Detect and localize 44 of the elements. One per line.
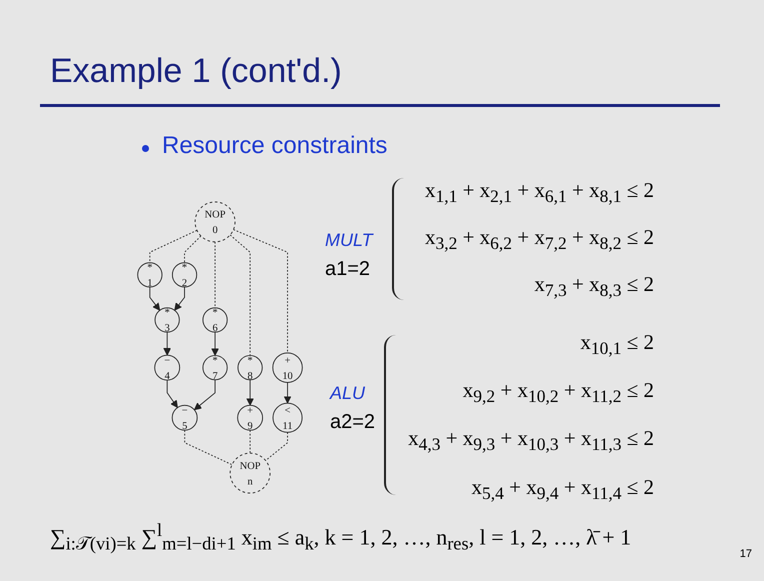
connector — [149, 230, 198, 264]
constraint-equation: x$_{9,2}$ + x$_{10,2}$ + x$_{11,2}$ ≤ 2 — [462, 378, 654, 408]
constraint-equation: x$_{5,4}$ + x$_{9,4}$ + x$_{11,4}$ ≤ 2 — [472, 475, 654, 504]
node-circle — [202, 307, 228, 332]
node-circle — [172, 404, 198, 431]
bullet-point: Resource constraints — [162, 132, 388, 160]
constraint-equation: x$_{3,2}$ + x$_{6,2}$ + x$_{7,2}$ + x$_{8,2}$ ≤ 2 — [424, 225, 654, 254]
arrow — [174, 286, 185, 311]
connector — [265, 432, 288, 461]
resource-count: a2=2 — [330, 411, 376, 434]
constraint-equation: x$_{7,3}$ + x$_{8,3}$ ≤ 2 — [534, 272, 654, 302]
node-circle — [272, 402, 303, 433]
node-circle — [154, 307, 180, 332]
constraint-equation: x$_{10,1}$ ≤ 2 — [580, 330, 654, 360]
arrow — [166, 380, 178, 408]
page-number: 17 — [740, 548, 752, 560]
arrow — [194, 379, 216, 410]
resource-count: a1=2 — [325, 258, 370, 281]
node-circle — [237, 404, 264, 431]
summation-formula: ∑$_{i:𝒯(vi)=k}$ ∑$^{l}$$_{m=l−di+1}$ x$_{im}$ ≤ a$_{k}$, k = 1, 2, …, n$_{res}$, l = 1, 2, …, λ̄ + 1 — [50, 520, 632, 555]
constraint-equation: x$_{4,3}$ + x$_{9,3}$ + x$_{10,3}$ + x$_{11,3}$ ≤ 2 — [408, 426, 654, 456]
node-circle — [137, 262, 162, 288]
connector — [214, 241, 216, 308]
arrow — [246, 379, 254, 406]
node-circle — [202, 355, 228, 380]
resource-name: ALU — [330, 383, 366, 404]
connector — [184, 236, 202, 264]
arrow — [149, 286, 160, 311]
connector — [184, 430, 232, 466]
connector — [230, 234, 251, 356]
constraint-equation: x$_{1,1}$ + x$_{2,1}$ + x$_{6,1}$ + x$_{8,1}$ ≤ 2 — [424, 178, 654, 208]
arrow — [211, 332, 219, 356]
arrow — [284, 382, 292, 404]
node-circle — [172, 262, 198, 288]
resource-name: MULT — [325, 230, 373, 251]
slide-title: Example 1 (cont'd.) — [50, 52, 342, 91]
node-circle — [272, 352, 303, 383]
connector — [250, 430, 251, 454]
node-circle — [230, 452, 270, 494]
node-circle — [238, 355, 263, 380]
arrow — [163, 332, 171, 356]
node-circle — [194, 202, 236, 242]
connector — [233, 229, 288, 354]
node-circle — [154, 354, 180, 381]
